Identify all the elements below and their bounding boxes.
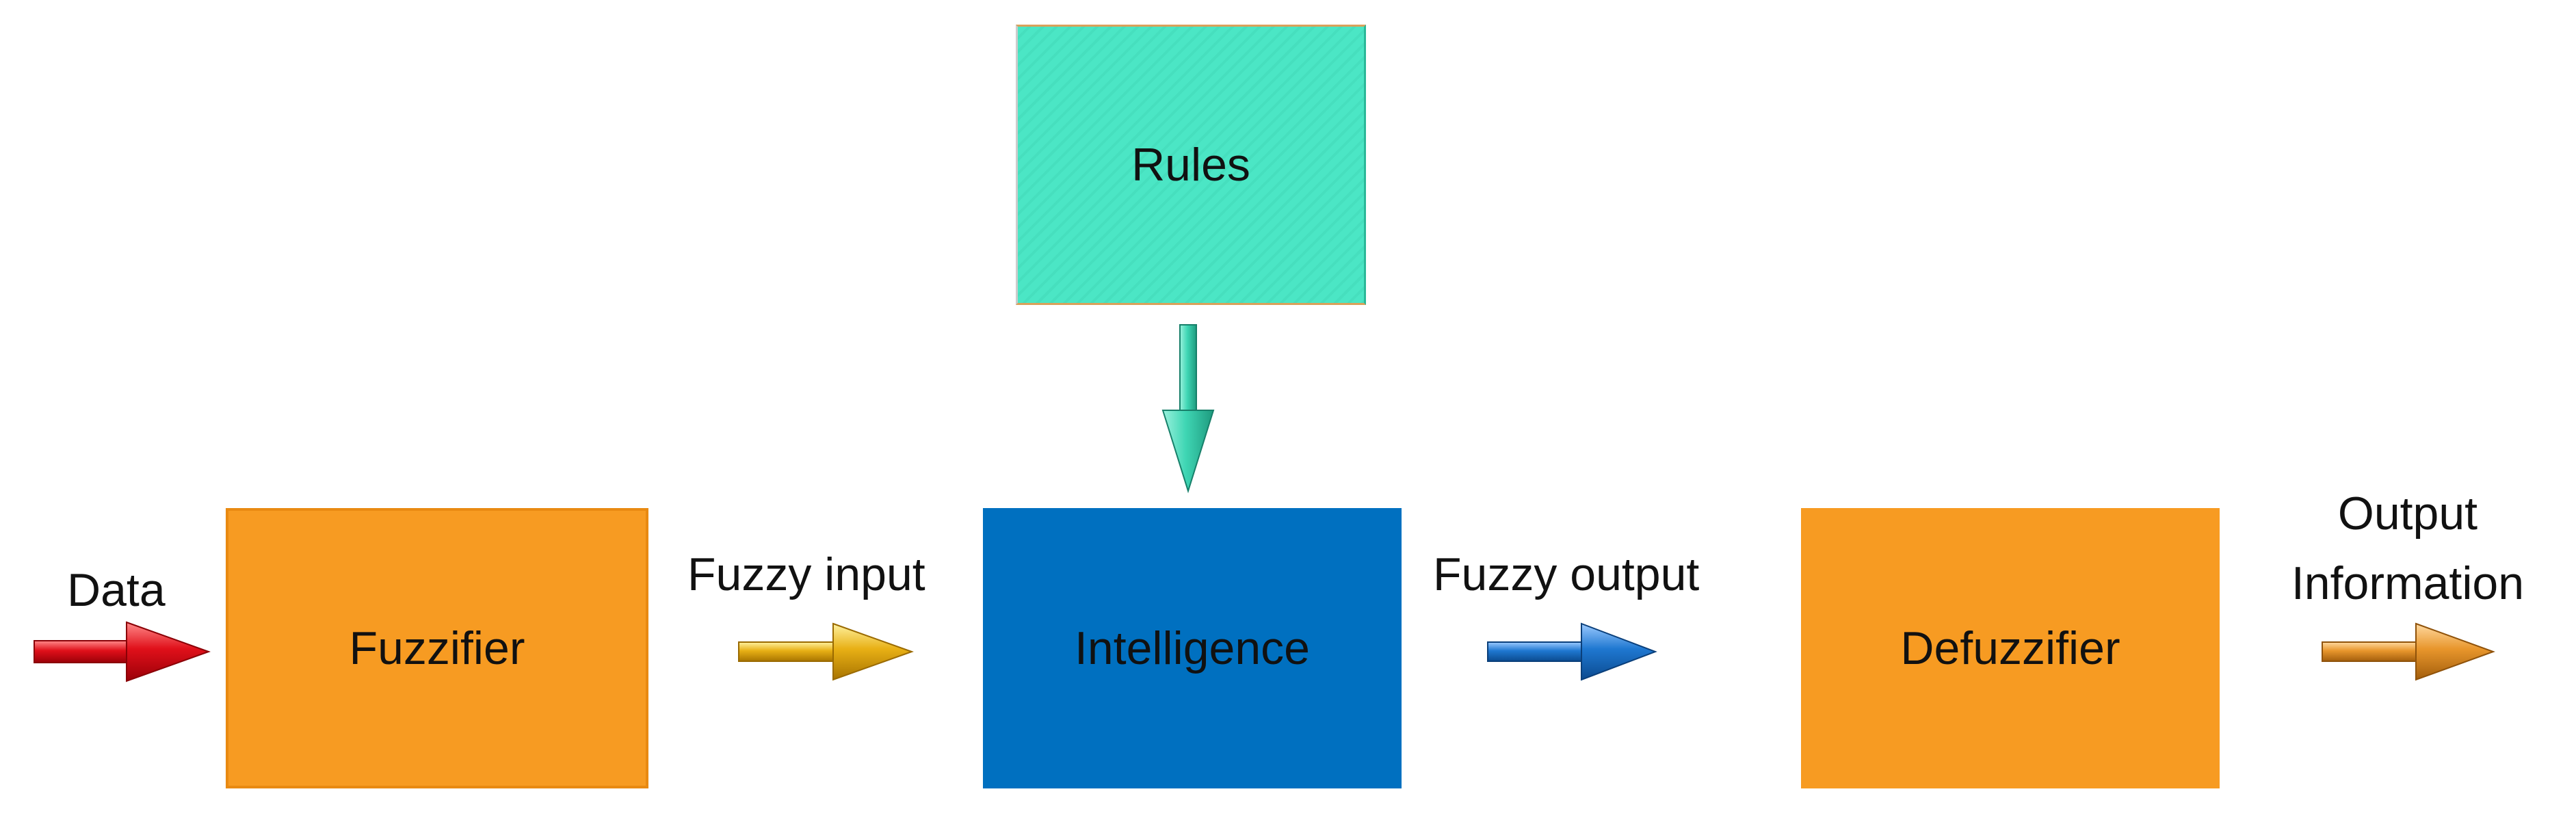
fuzzifier-label: Fuzzifier <box>349 622 525 674</box>
intelligence-block: Intelligence <box>983 508 1402 788</box>
rules-label: Rules <box>1131 139 1250 191</box>
intelligence-label: Intelligence <box>1074 622 1311 674</box>
output-label-line1: Output <box>2337 488 2478 540</box>
blue-right-arrow <box>1487 622 1657 681</box>
teal-down-arrow <box>1161 324 1215 494</box>
orange-right-arrow <box>2322 622 2495 681</box>
fuzzy-input-label: Fuzzy input <box>687 548 925 600</box>
rules-block: Rules <box>1016 25 1366 305</box>
output-label-line2: Information <box>2291 557 2525 609</box>
data-label: Data <box>67 564 166 616</box>
defuzzifier-block: Defuzzifier <box>1801 508 2220 788</box>
output-information-label: Output Information <box>2261 479 2555 618</box>
fuzzy-output-label: Fuzzy output <box>1433 548 1700 600</box>
yellow-right-arrow <box>738 622 914 681</box>
red-right-arrow <box>34 621 211 682</box>
fuzzifier-block: Fuzzifier <box>226 508 648 788</box>
defuzzifier-label: Defuzzifier <box>1900 622 2120 674</box>
